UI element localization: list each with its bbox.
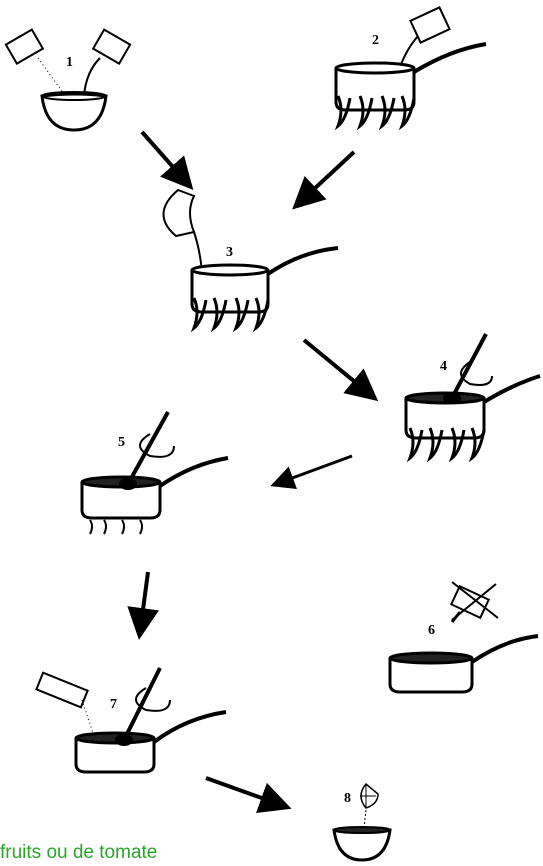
pan-handle bbox=[266, 246, 339, 276]
pan-icon bbox=[74, 738, 156, 774]
pan-handle bbox=[158, 456, 229, 488]
pan-handle bbox=[412, 42, 487, 74]
arrow bbox=[127, 571, 160, 640]
pan-handle bbox=[482, 374, 541, 404]
arrow bbox=[140, 130, 194, 190]
liquid-stream bbox=[83, 57, 101, 97]
step-number: 1 bbox=[66, 55, 73, 70]
arrow bbox=[302, 338, 379, 402]
step-8-illustration: 8 bbox=[332, 782, 392, 862]
stir-arrow-icon bbox=[460, 361, 493, 386]
bowl-icon bbox=[40, 92, 108, 132]
pan-handle bbox=[470, 634, 539, 664]
step-number: 6 bbox=[428, 623, 435, 638]
bowl-icon bbox=[162, 188, 196, 238]
step-3-illustration: 3 bbox=[162, 188, 339, 330]
pan-handle bbox=[152, 710, 227, 744]
step-number: 8 bbox=[344, 791, 351, 806]
step-number: 2 bbox=[372, 33, 379, 48]
arrow bbox=[292, 150, 356, 210]
caption-text: fruits ou de tomate bbox=[0, 842, 158, 863]
step-number: 5 bbox=[118, 435, 125, 450]
stir-arrow-icon bbox=[139, 433, 175, 458]
cup-icon bbox=[409, 6, 451, 44]
arrow bbox=[205, 776, 292, 813]
lemon-icon bbox=[360, 782, 379, 809]
step-number: 7 bbox=[110, 697, 117, 712]
spoon-icon bbox=[126, 411, 170, 485]
flame-icon bbox=[89, 519, 143, 535]
step-1-illustration: 1 bbox=[4, 28, 132, 132]
cup-icon bbox=[4, 28, 45, 66]
pan-icon bbox=[388, 658, 474, 694]
step-7-illustration: 7 bbox=[35, 667, 227, 774]
spoon-icon bbox=[450, 333, 488, 399]
spoon-icon bbox=[122, 667, 162, 741]
step-number: 3 bbox=[226, 245, 233, 260]
cup-icon bbox=[449, 584, 491, 620]
packet-icon bbox=[35, 671, 89, 709]
powder-stream bbox=[37, 57, 65, 95]
step-2-illustration: 2 bbox=[334, 6, 487, 128]
step-5-illustration: 5 bbox=[80, 411, 229, 535]
step-6-illustration: 6 bbox=[388, 581, 539, 694]
step-4-illustration: 4 bbox=[404, 333, 541, 460]
arrow bbox=[270, 454, 353, 490]
cup-icon bbox=[91, 28, 132, 66]
stir-arrow-icon bbox=[135, 687, 171, 712]
step-number: 4 bbox=[440, 359, 447, 374]
pan-icon bbox=[80, 482, 162, 520]
